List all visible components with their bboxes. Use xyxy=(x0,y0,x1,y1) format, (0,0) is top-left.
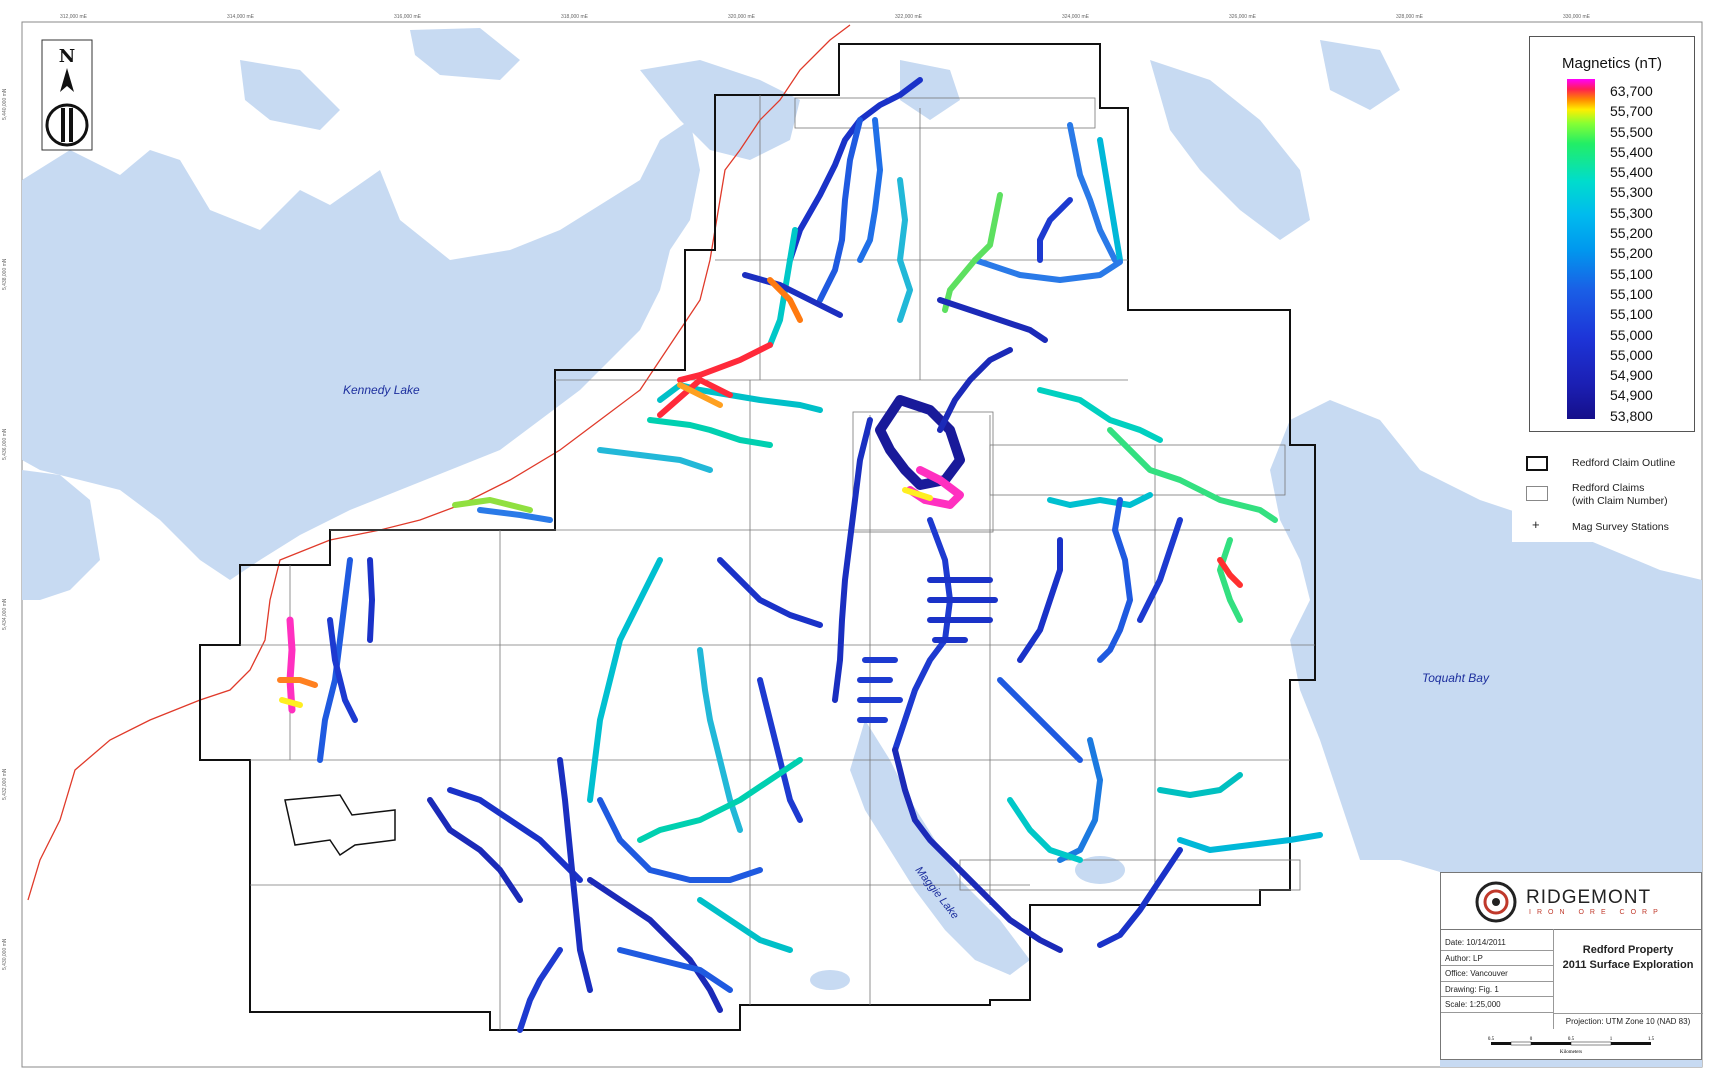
scale-tick-label: 1.5 xyxy=(1648,1037,1655,1042)
legend-value: 55,100 xyxy=(1610,285,1653,302)
easting-label: 314,000 mE xyxy=(227,14,254,20)
northing-label: 5,434,000 mN xyxy=(2,598,8,630)
map-title: Redford Property 2011 Surface Exploratio… xyxy=(1562,944,1694,971)
company-logo-icon xyxy=(1475,881,1517,923)
magnetics-legend: Magnetics (nT) 63,700 55,700 55,500 55,400 5… xyxy=(1529,36,1695,432)
north-arrow-letter: N xyxy=(59,46,75,67)
symbol-legend: Redford Claim Outline Redford Claims (wi… xyxy=(1512,446,1699,542)
easting-label: 322,000 mE xyxy=(895,14,922,20)
northing-label: 5,432,000 mN xyxy=(2,768,8,800)
field-drawing: Drawing: Fig. 1 xyxy=(1441,982,1553,997)
field-office: Office: Vancouver xyxy=(1441,966,1553,982)
easting-label: 320,000 mE xyxy=(728,14,755,20)
legend-value: 54,900 xyxy=(1610,367,1653,384)
easting-label: 318,000 mE xyxy=(561,14,588,20)
easting-label: 312,000 mE xyxy=(60,14,87,20)
northing-label: 5,438,000 mN xyxy=(2,258,8,290)
kennedy-lake-label: Kennedy Lake xyxy=(343,383,420,397)
water-bodies xyxy=(22,28,1702,1067)
maggie-lake-water xyxy=(850,720,1030,975)
claim-outline xyxy=(199,43,1316,1031)
projection-note: Projection: UTM Zone 10 (NAD 83) xyxy=(1553,1013,1703,1030)
field-scale: Scale: 1:25,000 xyxy=(1441,997,1553,1013)
legend-title: Magnetics (nT) xyxy=(1561,55,1663,72)
scale-tick-label: 0.5 xyxy=(1488,1037,1495,1042)
scale-bar: 0.5 0 0.5 1 1.5 Kilometers xyxy=(1488,1037,1655,1055)
legend-value: 55,000 xyxy=(1610,346,1653,363)
title-block: RIDGEMONT IRON ORE CORP Date: 10/14/2011… xyxy=(1440,872,1703,1060)
northing-label: 5,430,000 mN xyxy=(2,938,8,970)
legend-value: 54,900 xyxy=(1610,387,1653,404)
company-name: RIDGEMONT xyxy=(1526,887,1652,908)
toquaht-bay-label: Toquaht Bay xyxy=(1422,671,1490,685)
easting-label: 328,000 mE xyxy=(1396,14,1423,20)
legend-value: 55,100 xyxy=(1610,306,1653,323)
easting-label: 324,000 mE xyxy=(1062,14,1089,20)
easting-label: 326,000 mE xyxy=(1229,14,1256,20)
legend-labels: 63,700 55,700 55,500 55,400 55,400 55,300 55,3… xyxy=(1610,81,1690,426)
main-road xyxy=(27,24,851,901)
legend-value: 53,800 xyxy=(1610,407,1653,424)
kennedy-lake-water xyxy=(22,120,700,580)
plus-icon: + xyxy=(1532,517,1540,532)
northing-label: 5,436,000 mN xyxy=(2,428,8,460)
claim-grid xyxy=(240,95,1315,1030)
excluded-parcel xyxy=(284,794,396,857)
legend-value: 55,200 xyxy=(1610,225,1653,242)
legend-value: 55,500 xyxy=(1610,123,1653,140)
legend-value: 55,100 xyxy=(1610,265,1653,282)
company-subtitle: IRON ORE CORP xyxy=(1529,909,1664,916)
scale-tick-label: 0 xyxy=(1530,1037,1533,1042)
legend-value: 55,000 xyxy=(1610,326,1653,343)
legend-value: 55,300 xyxy=(1610,184,1653,201)
easting-label: 330,000 mE xyxy=(1563,14,1590,20)
legend-value: 55,200 xyxy=(1610,245,1653,262)
northing-label: 5,440,000 mN xyxy=(2,88,8,120)
legend-value: 55,700 xyxy=(1610,103,1653,120)
field-author: Author: LP xyxy=(1441,951,1553,966)
company-logo-area: RIDGEMONT IRON ORE CORP xyxy=(1441,873,1701,930)
legend-value: 55,400 xyxy=(1610,164,1653,181)
thick-outline-square-icon xyxy=(1526,456,1548,471)
easting-label: 316,000 mE xyxy=(394,14,421,20)
mag-survey-lines xyxy=(277,77,1323,1033)
scale-unit: Kilometers xyxy=(1560,1050,1582,1055)
scale-tick-label: 0.5 xyxy=(1568,1037,1575,1042)
legend-value: 55,300 xyxy=(1610,204,1653,221)
legend-value: 63,700 xyxy=(1610,83,1653,99)
field-date: Date: 10/14/2011 xyxy=(1441,935,1553,951)
north-arrow: N xyxy=(41,39,93,151)
legend-value: 55,400 xyxy=(1610,143,1653,160)
scale-tick-label: 1 xyxy=(1610,1037,1613,1042)
magnetics-colorbar xyxy=(1567,79,1595,419)
thin-outline-square-icon xyxy=(1526,486,1548,501)
